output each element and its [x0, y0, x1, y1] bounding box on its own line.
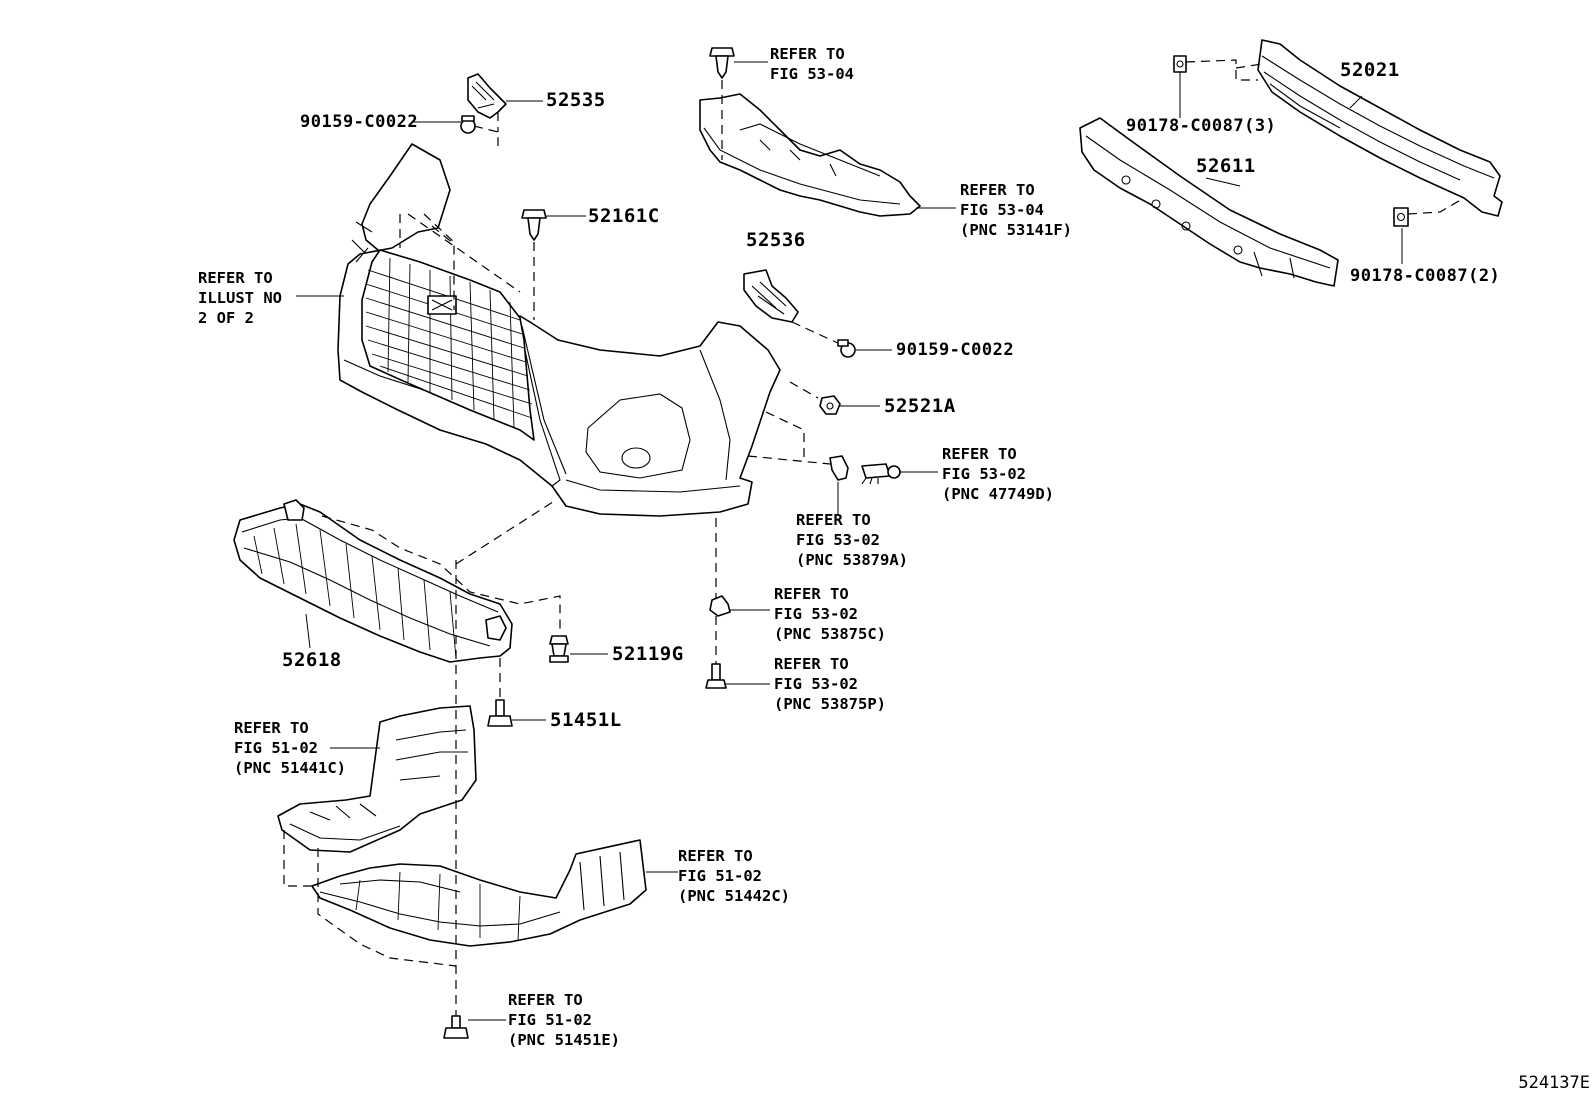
energy-absorber-52611[interactable] [1079, 117, 1339, 287]
label-90159-c0022-lower[interactable]: 90159-C0022 [896, 340, 1015, 360]
screw-90159-c0022-lower[interactable] [837, 339, 856, 358]
clip-upper-shield[interactable] [709, 47, 735, 79]
clip-52521a[interactable] [819, 395, 841, 415]
label-90159-c0022-upper[interactable]: 90159-C0022 [300, 112, 419, 132]
label-52618[interactable]: 52618 [282, 649, 342, 671]
radiator-upper-shield[interactable] [699, 93, 921, 217]
label-52536[interactable]: 52536 [746, 229, 806, 251]
label-90178-c0087-2[interactable]: 90178-C0087(2) [1350, 266, 1501, 286]
label-52021[interactable]: 52021 [1340, 59, 1400, 81]
label-52521a[interactable]: 52521A [884, 395, 956, 417]
screw-90159-c0022-upper[interactable] [460, 115, 476, 134]
nut-90178-c0087-2[interactable] [1393, 207, 1409, 227]
bracket-52535[interactable] [467, 73, 507, 119]
bolt-51451e[interactable] [443, 1015, 469, 1039]
bumper-reinforcement-52021[interactable] [1257, 39, 1503, 217]
sensor-47749d[interactable] [861, 463, 901, 485]
clip-53875c[interactable] [709, 595, 731, 617]
figure-id: 524137E [1518, 1073, 1590, 1093]
engine-under-cover-51442c[interactable] [311, 839, 647, 947]
label-52611[interactable]: 52611 [1196, 155, 1256, 177]
label-90178-c0087-3[interactable]: 90178-C0087(3) [1126, 116, 1277, 136]
bracket-53879a[interactable] [829, 455, 849, 481]
radiator-grille[interactable] [361, 249, 535, 441]
label-52119g[interactable]: 52119G [612, 643, 684, 665]
front-under-cover-52618[interactable] [233, 499, 513, 663]
bracket-52536[interactable] [743, 269, 799, 323]
nut-90178-c0087-3[interactable] [1173, 55, 1187, 73]
label-52161c[interactable]: 52161C [588, 205, 660, 227]
label-51451l[interactable]: 51451L [550, 709, 622, 731]
engine-under-cover-51441c[interactable] [277, 705, 477, 853]
clip-52161c[interactable] [521, 209, 547, 241]
clip-52119g[interactable] [549, 635, 569, 663]
bolt-51451l[interactable] [487, 699, 513, 727]
label-52535[interactable]: 52535 [546, 89, 606, 111]
bolt-53875p[interactable] [705, 663, 727, 689]
